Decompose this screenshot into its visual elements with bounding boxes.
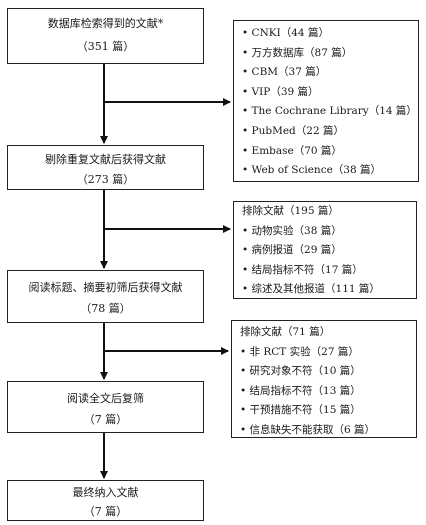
exclude2-title: 排除文献（71 篇） [240,326,331,338]
stage4-count: （7 篇） [83,413,128,426]
exclude2-item: • 研究对象不符（10 篇） [240,365,361,378]
stage4-title: 阅读全文后复筛 [67,392,144,405]
stage2-box: 剔除重复文献后获得文献 （273 篇） [7,145,204,190]
stage4-box: 阅读全文后复筛 （7 篇） [7,381,204,433]
source-item-cbm: • CBM（37 篇） [242,66,327,79]
stage1-count: （351 篇） [76,40,135,53]
exclude1-box: 排除文献（195 篇） • 动物实验（38 篇） • 病例报道（29 篇） • … [233,201,417,299]
exclude2-box: 排除文献（71 篇） • 非 RCT 实验（27 篇） • 研究对象不符（10 … [231,320,417,438]
sources-box: • CNKI（44 篇） • 万方数据库（87 篇） • CBM（37 篇） •… [233,20,419,182]
stage3-title: 阅读标题、摘要初筛后获得文献 [28,281,183,294]
exclude2-item: • 信息缺失不能获取（6 篇） [240,423,376,436]
exclude1-list: • 动物实验（38 篇） • 病例报道（29 篇） • 结局指标不符（17 篇）… [242,222,416,300]
source-item-vip: • VIP（39 篇） [242,85,319,98]
exclude1-title: 排除文献（195 篇） [242,205,339,217]
exclude2-item: • 干预措施不符（15 篇） [240,404,361,417]
source-item-cnki: • CNKI（44 篇） [242,27,329,39]
stage1-title: 数据库检索得到的文献* [47,17,164,30]
source-item-cochrane: • The Cochrane Library（14 篇） [242,105,417,118]
stage5-count: （7 篇） [83,505,128,518]
stage2-count: （273 篇） [76,173,135,186]
source-item-web-of-science: • Web of Science（38 篇） [242,164,381,177]
stage5-title: 最终纳入文献 [72,486,139,499]
source-item-pubmed: • PubMed（22 篇） [242,124,344,137]
stage3-count: （78 篇） [80,302,131,315]
exclude2-list: • 非 RCT 实验（27 篇） • 研究对象不符（10 篇） • 结局指标不符… [240,343,416,441]
stage3-box: 阅读标题、摘要初筛后获得文献 （78 篇） [7,270,204,323]
exclude1-item: • 综述及其他报道（111 篇） [242,283,380,296]
exclude1-item: • 结局指标不符（17 篇） [242,263,363,276]
exclude2-item: • 非 RCT 实验（27 篇） [240,345,359,358]
source-item-embase: • Embase（70 篇） [242,144,342,157]
stage5-box: 最终纳入文献 （7 篇） [7,480,204,521]
source-item-wanfang: • 万方数据库（87 篇） [242,46,353,59]
sources-list: • CNKI（44 篇） • 万方数据库（87 篇） • CBM（37 篇） •… [242,24,418,181]
stage1-box: 数据库检索得到的文献* （351 篇） [7,8,204,64]
stage2-title: 剔除重复文献后获得文献 [45,153,166,166]
exclude1-item: • 病例报道（29 篇） [242,244,342,257]
exclude2-item: • 结局指标不符（13 篇） [240,384,361,397]
exclude1-item: • 动物实验（38 篇） [242,224,342,237]
